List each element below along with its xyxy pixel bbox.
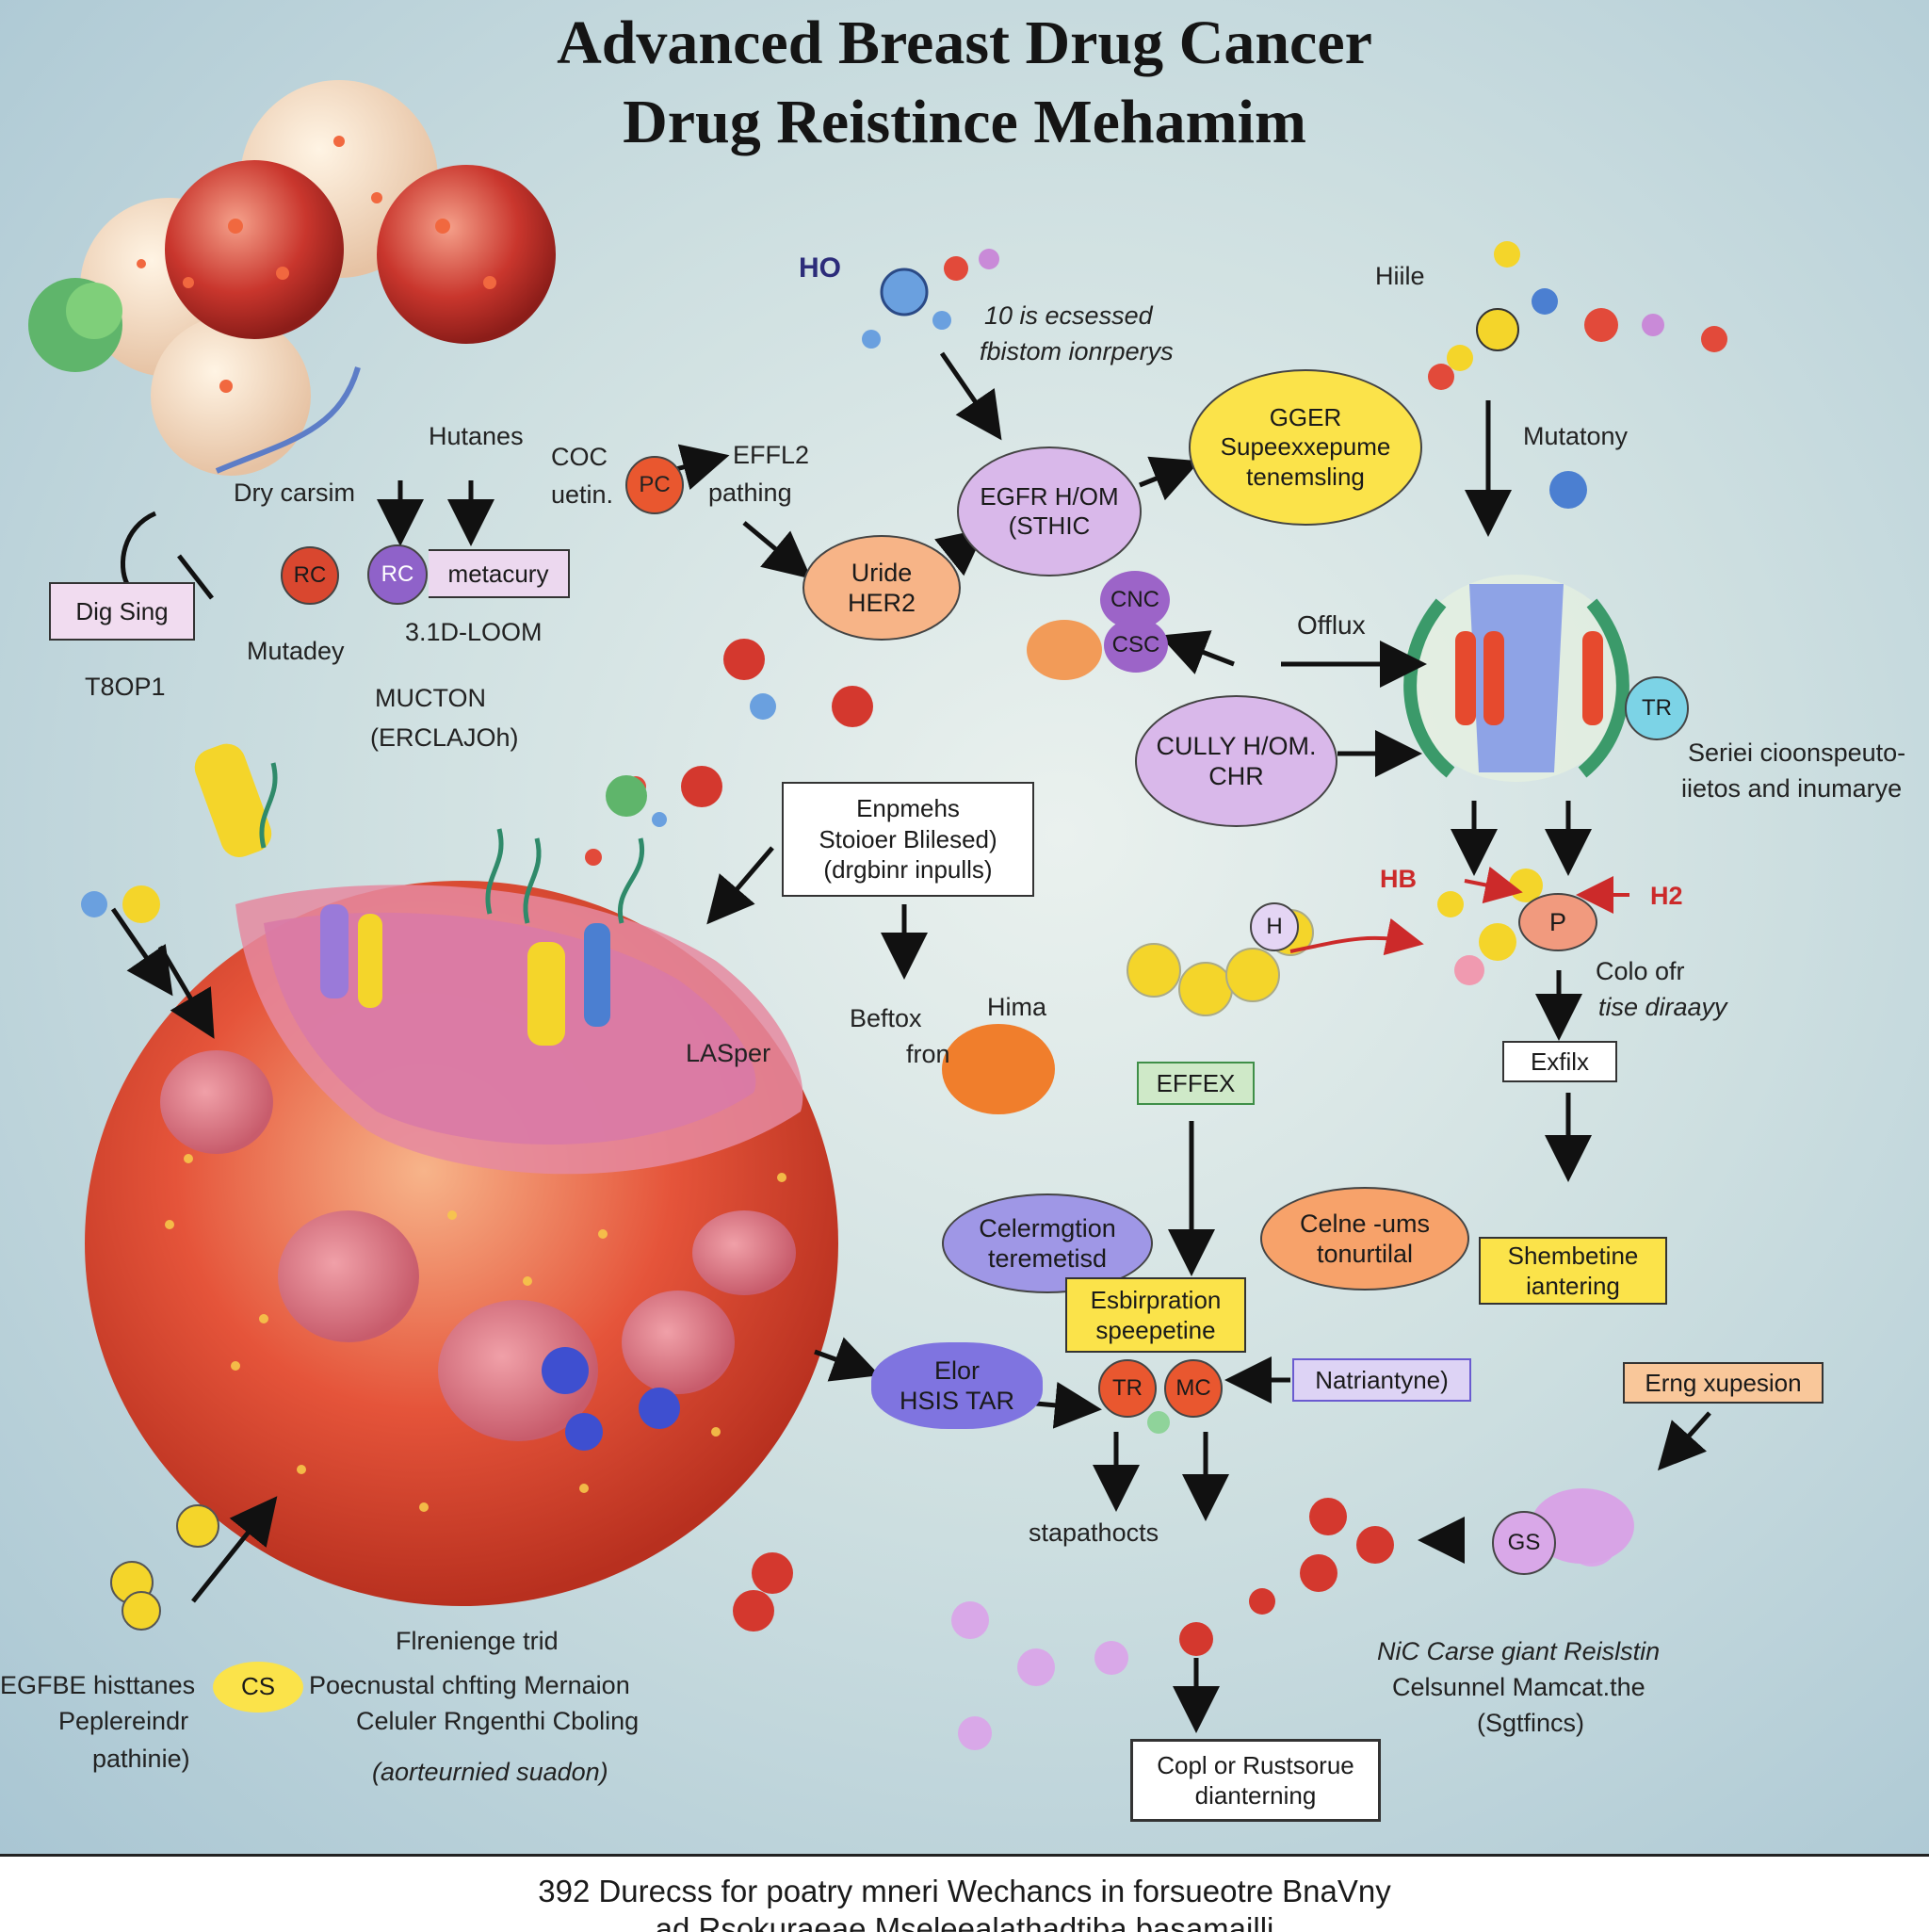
uride-her2-node: Uride HER2 <box>802 535 961 641</box>
exflx-box: Exfilx <box>1502 1041 1617 1082</box>
elor-node: Elor HSIS TAR <box>871 1342 1043 1429</box>
natriantyne-box: Natriantyne) <box>1292 1358 1471 1402</box>
bracket-line <box>120 511 157 586</box>
ho-label: HO <box>799 252 841 284</box>
loom-label: 3.1D-LOOM <box>405 618 543 646</box>
enpmehs-box: Enpmehs Stoioer Blilesed) (drgbinr inpul… <box>782 782 1034 897</box>
copl-box: Copl or Rustsorue dianterning <box>1130 1739 1381 1822</box>
footer-line1: 392 Durecss for poatry mneri Wechancs in… <box>538 1874 1391 1908</box>
diagram-title-line2: Drug Reistince Mehamim <box>623 88 1306 156</box>
h-node: H <box>1250 902 1299 951</box>
erng-box: Erng xupesion <box>1623 1362 1824 1404</box>
expressed-note-line2: fbistom ionrperys <box>980 337 1174 365</box>
fron-label: fron <box>906 1040 950 1068</box>
cell-cluster <box>28 80 556 476</box>
celne-node: Celne -ums tonurtilal <box>1260 1187 1469 1291</box>
cs-node: CS <box>213 1662 303 1713</box>
p-node: P <box>1518 893 1597 951</box>
mucton-label: MUCTON <box>375 684 486 712</box>
flrenienge-label: Flrenienge trid <box>396 1627 559 1655</box>
stapathocts-label: stapathocts <box>1029 1518 1159 1547</box>
pc-node: PC <box>625 456 684 514</box>
series-label-line2: iietos and inumarye <box>1681 774 1903 803</box>
mutadey-label: Mutadey <box>247 637 345 665</box>
rc-node-red: RC <box>281 546 339 605</box>
coc-label: COC <box>551 443 608 471</box>
shembetine-box: Shembetine iantering <box>1479 1237 1667 1305</box>
cully-node: CULLY H/OM. CHR <box>1135 695 1337 827</box>
egfre-label: EGFBE histtanes <box>0 1671 196 1699</box>
beftox-label: Beftox <box>850 1004 922 1032</box>
rc-node-purple: RC <box>367 544 428 605</box>
efflux-pump <box>1403 575 1629 782</box>
laspe-label: LASper <box>686 1039 771 1067</box>
h2-label: H2 <box>1650 882 1683 910</box>
hb-label: HB <box>1380 865 1417 893</box>
celuler-label: Celuler Rngenthi Cboling <box>356 1707 640 1735</box>
tr-node: TR <box>1625 676 1689 740</box>
hutanes-label: Hutanes <box>429 422 524 450</box>
nic-label: NiC Carse giant Reislstin <box>1377 1637 1661 1665</box>
effex-box: EFFEX <box>1137 1062 1255 1105</box>
diagram-title-line1: Advanced Breast Drug Cancer <box>557 8 1372 77</box>
mutatony-label: Mutatony <box>1523 422 1629 450</box>
uetin-label: uetin. <box>551 480 614 509</box>
csc-blob <box>1027 620 1102 680</box>
colo-label-line1: Colo ofr <box>1596 957 1685 985</box>
tr2-node: TR <box>1098 1359 1157 1418</box>
egfr-node: EGFR H/OM (STHIC <box>957 446 1142 576</box>
gs-node: GS <box>1492 1511 1556 1575</box>
sgfincs-label: (Sgtfincs) <box>1477 1709 1585 1737</box>
footer-caption: 392 Durecss for poatry mneri Wechancs in… <box>0 1854 1929 1932</box>
tsop-label: T8OP1 <box>85 673 166 701</box>
effl2-label: EFFL2 <box>733 441 810 469</box>
gs-blob <box>1531 1488 1634 1564</box>
dry-carsem-label: Dry carsim <box>234 479 355 507</box>
mc-node: MC <box>1164 1359 1223 1418</box>
csc-node: CSC <box>1104 618 1168 673</box>
metacury-box: metacury <box>429 549 570 598</box>
beftox-blob <box>942 1024 1055 1114</box>
expressed-note-line1: 10 is ecsessed <box>984 301 1153 330</box>
poecnustal-label: Poecnustal chfting Mernaion <box>309 1671 630 1699</box>
red-arrows <box>1289 866 1629 956</box>
hima-label: Hima <box>987 993 1047 1021</box>
erclajoh-label: (ERCLAJOh) <box>370 723 519 752</box>
esbirpration-box: Esbirpration speepetine <box>1065 1277 1246 1353</box>
celermation-node: Celermgtion teremetisd <box>942 1193 1153 1293</box>
illustration <box>28 80 1727 1750</box>
pathing-label: pathing <box>708 479 792 507</box>
celsunnel-label: Celsunnel Mamcat.the <box>1392 1673 1645 1701</box>
series-label-line1: Seriei cioonspeuto- <box>1688 739 1906 767</box>
offlux-label: Offlux <box>1297 610 1366 640</box>
hile-label: Hiile <box>1375 262 1425 290</box>
footer-line2: ad Rsokuraeae Mseleealathadtiba basamail… <box>655 1911 1274 1932</box>
pathinie-label: pathinie) <box>92 1745 190 1773</box>
colo-label-line2: tise diraayy <box>1598 993 1727 1021</box>
gger-node: GGER Supeexxepume tenemsling <box>1189 369 1422 526</box>
contraried-label: (aorteurnied suadon) <box>372 1758 608 1786</box>
pepler-label: Peplereindr <box>58 1707 189 1735</box>
dig-sing-box: Dig Sing <box>49 582 195 641</box>
cancer-cell <box>85 743 838 1606</box>
